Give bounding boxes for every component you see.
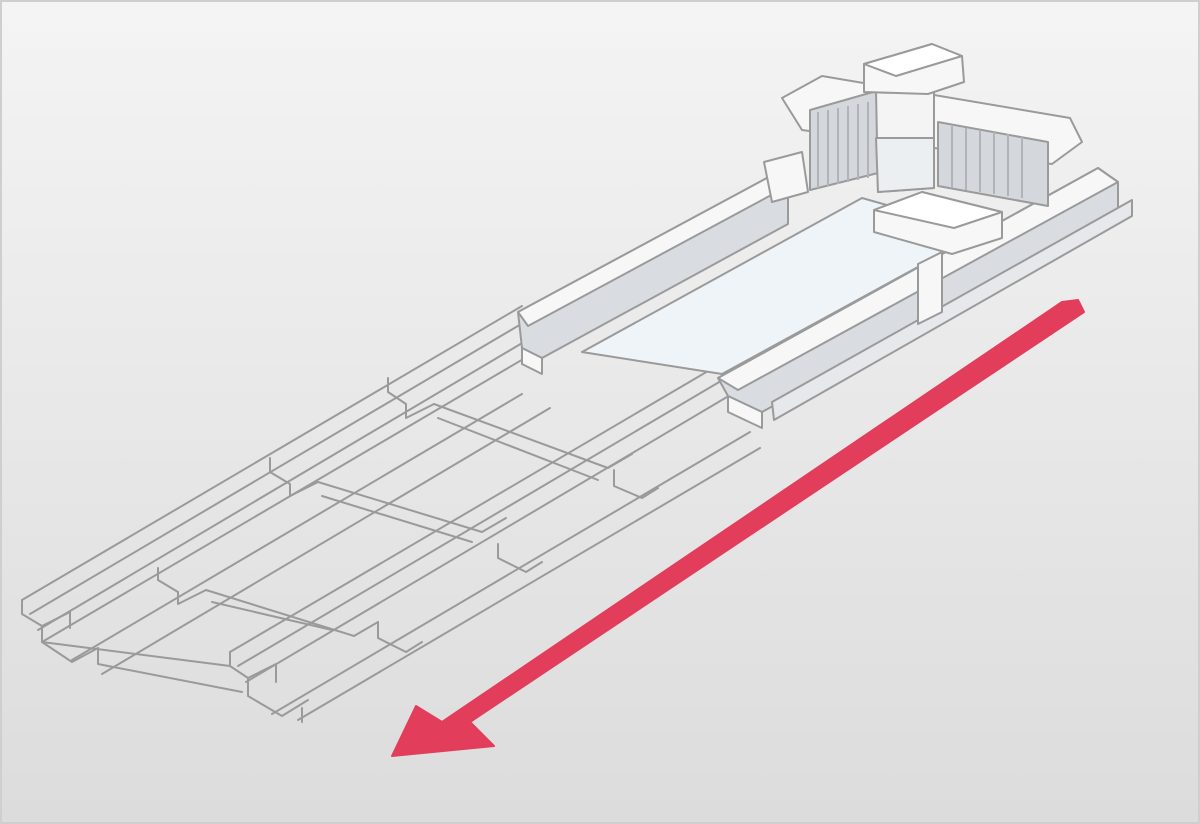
cross-2-lower [321,495,473,543]
cross-2 [317,481,507,533]
left-end-notch [41,611,71,629]
right-rail-top [229,363,721,653]
left-rail-bottom [37,335,535,631]
cross-1-left [157,567,207,605]
bracket-1 [377,621,423,653]
right-end-block [229,651,309,717]
right-rail-mid [237,377,727,667]
machine-head [763,43,1083,255]
bracket-3 [613,469,659,499]
main-bed [517,167,1133,429]
skirt-rail-b [297,447,761,721]
bracket-2 [497,543,543,573]
head-ram-lower [875,137,935,193]
right-end-notch [247,663,277,683]
cross-3 [433,403,633,469]
bed-left-rail-end [521,347,543,375]
arrow-down-left-icon [391,299,1085,757]
bottom-frame-base [41,641,231,667]
head-right-fins [951,126,1023,198]
left-rail-top [21,305,523,601]
right-rail-bottom [245,393,733,683]
inner-rail-a [71,393,523,661]
left-rail-mid [29,319,529,615]
bed-skirt [771,199,1133,421]
head-saddle-top [873,191,1003,229]
head-left-post [763,151,809,203]
bed-support-plate [917,251,943,325]
skirt-rail-a [271,431,751,715]
cross-2-left [269,457,319,497]
cross-3-left [387,377,435,419]
bed-right-rail-end [727,395,763,429]
extension-rails [21,305,761,723]
head-spindle-cap [863,43,963,77]
head-left-fins [817,102,869,188]
cross-1-lower [211,601,333,631]
bottom-frame-left [97,647,243,693]
direction-arrow [391,299,1085,757]
inner-rail-b [101,407,551,675]
cross-3-lower [437,417,599,481]
left-end-block [21,599,99,663]
cross-1 [205,589,379,637]
